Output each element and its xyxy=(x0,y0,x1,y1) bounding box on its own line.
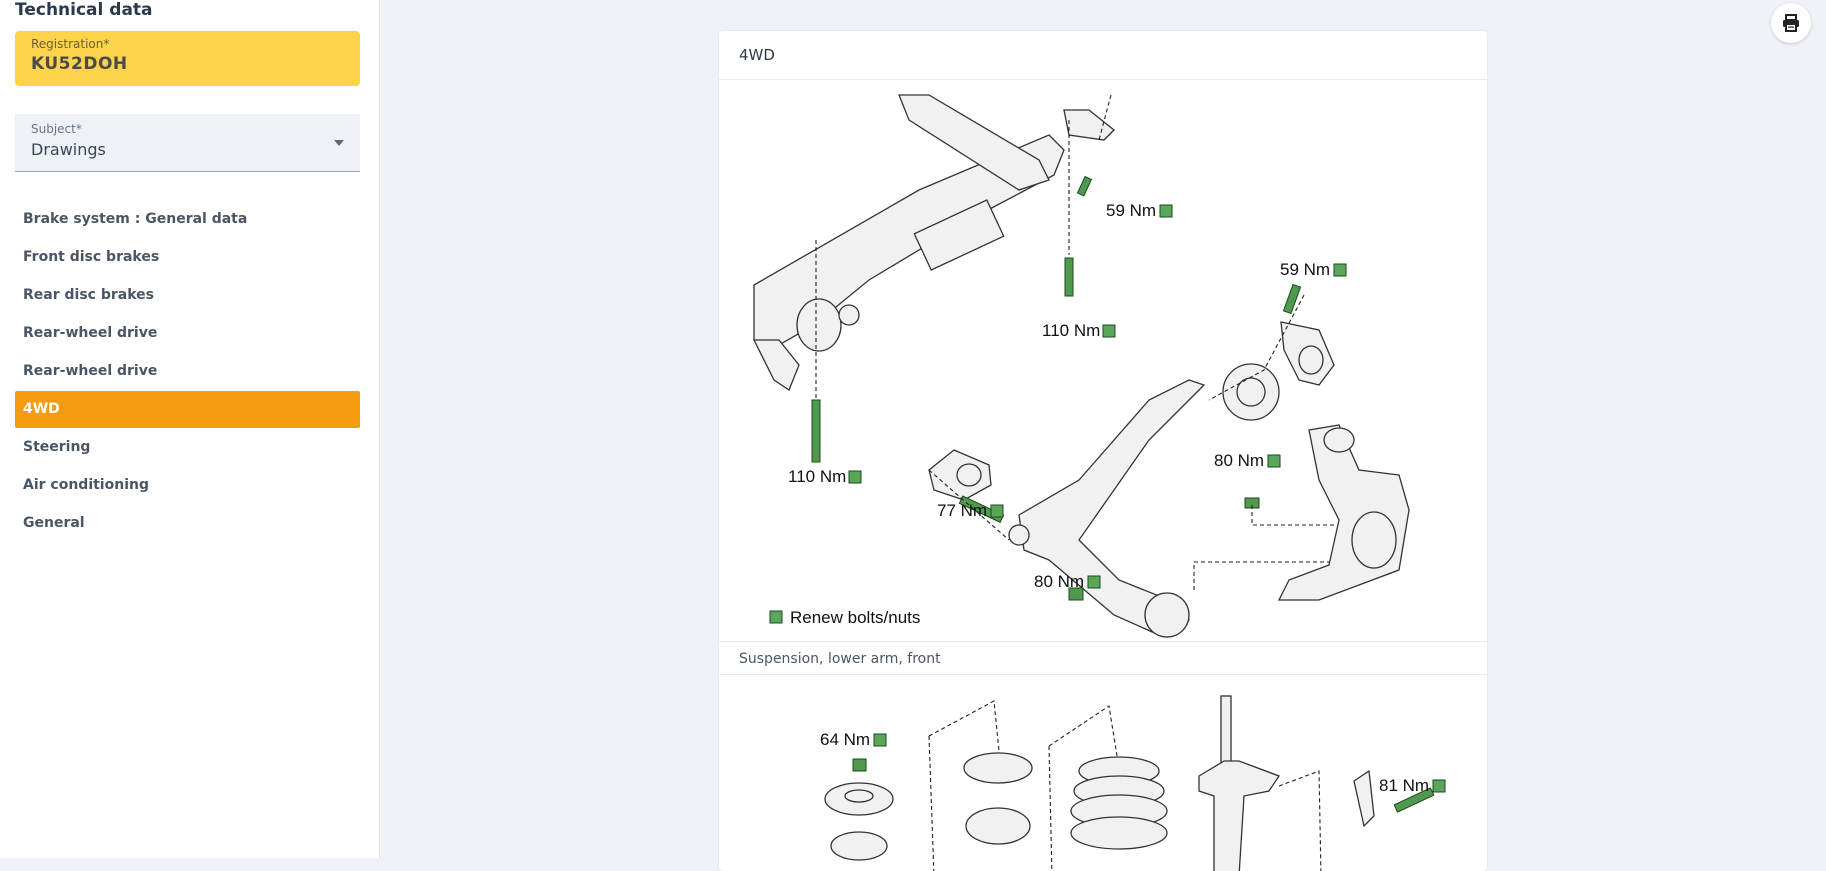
legend: Renew bolts/nuts xyxy=(769,608,920,627)
suspension-drawing: 59 Nm 59 Nm 110 Nm 110 Nm 80 Nm 77 Nm 80… xyxy=(752,94,1410,638)
torque-label: 110 Nm xyxy=(1042,321,1100,340)
sidebar: Technical data Registration* KU52DOH Sub… xyxy=(0,0,380,858)
nav-item-brake-system-general[interactable]: Brake system : General data xyxy=(23,211,248,227)
torque-label: 110 Nm xyxy=(788,467,846,486)
subject-label: Subject* xyxy=(31,122,82,136)
registration-value[interactable]: KU52DOH xyxy=(31,54,128,74)
subject-nav: Brake system : General data Front disc b… xyxy=(15,201,360,543)
card-header: 4WD xyxy=(719,31,1487,80)
nav-item-steering[interactable]: Steering xyxy=(23,439,91,455)
nav-item-air-conditioning[interactable]: Air conditioning xyxy=(23,477,149,493)
nav-item-rear-disc-brakes[interactable]: Rear disc brakes xyxy=(23,287,154,303)
torque-label: 59 Nm xyxy=(1280,260,1330,279)
torque-label: 59 Nm xyxy=(1106,201,1156,220)
torque-label: 77 Nm xyxy=(937,501,987,520)
registration-field[interactable]: Registration* KU52DOH xyxy=(15,31,360,86)
nav-item-front-disc-brakes[interactable]: Front disc brakes xyxy=(23,249,160,265)
subject-value[interactable]: Drawings xyxy=(31,140,106,159)
legend-label: Renew bolts/nuts xyxy=(790,608,920,627)
print-button[interactable] xyxy=(1771,3,1811,43)
drawing-caption: Suspension, lower arm, front xyxy=(719,641,1487,675)
subject-select[interactable]: Subject* Drawings xyxy=(15,114,360,172)
nav-item-rear-wheel-drive[interactable]: Rear-wheel drive xyxy=(23,325,158,341)
torque-label: 81 Nm xyxy=(1379,776,1429,795)
torque-label: 80 Nm xyxy=(1034,572,1084,591)
torque-label: 80 Nm xyxy=(1214,451,1264,470)
strut-drawing: 64 Nm 81 Nm xyxy=(820,695,1446,871)
sidebar-title: Technical data xyxy=(15,0,153,20)
nav-item-general[interactable]: General xyxy=(23,515,85,531)
drawing-card: 4WD xyxy=(719,31,1487,871)
torque-labels: 59 Nm 59 Nm 110 Nm 110 Nm 80 Nm 77 Nm 80… xyxy=(788,201,1347,591)
chevron-down-icon[interactable] xyxy=(334,140,344,146)
printer-icon xyxy=(1783,14,1799,32)
registration-label: Registration* xyxy=(31,37,110,51)
nav-item-rear-wheel-drive-2[interactable]: Rear-wheel drive xyxy=(23,363,158,379)
nav-item-4wd[interactable]: 4WD xyxy=(15,391,360,428)
torque-labels-2: 64 Nm 81 Nm xyxy=(820,730,1446,795)
torque-label: 64 Nm xyxy=(820,730,870,749)
